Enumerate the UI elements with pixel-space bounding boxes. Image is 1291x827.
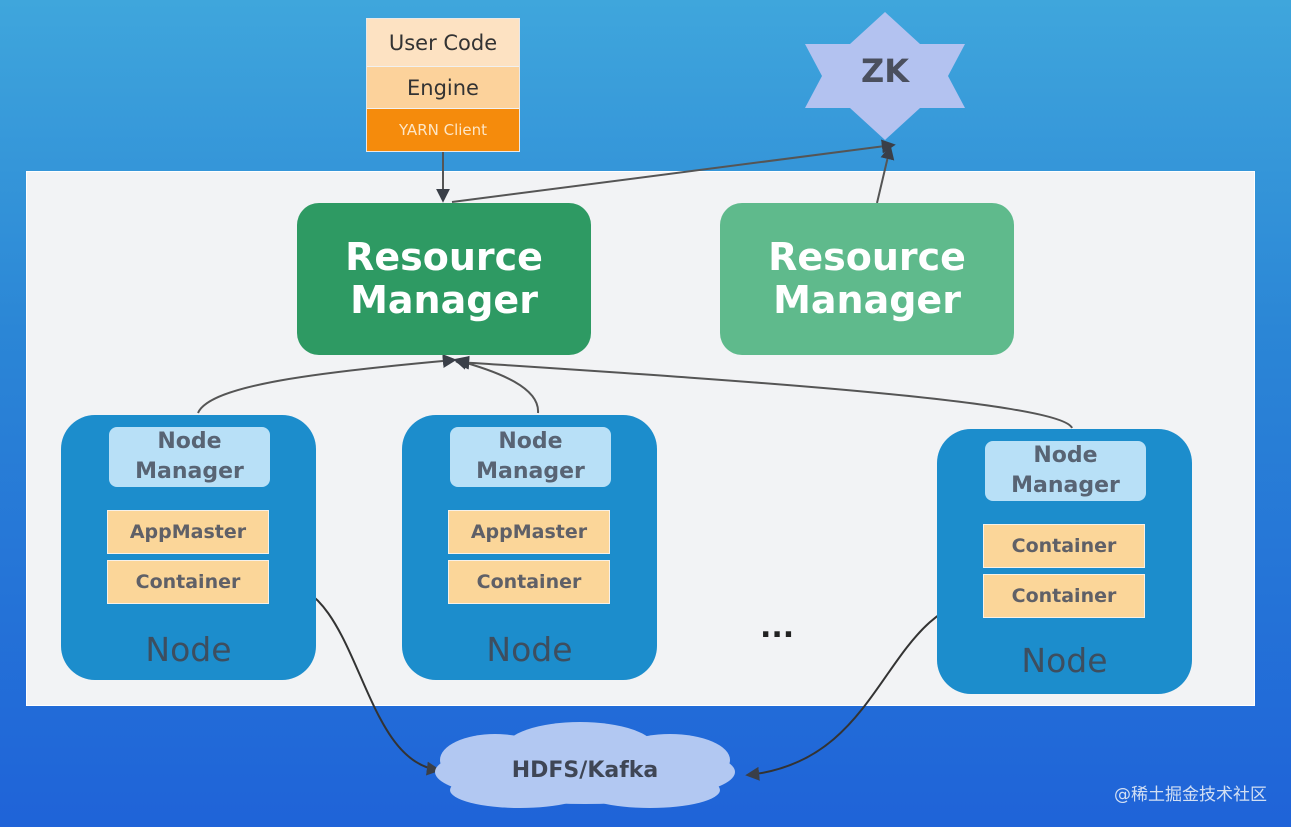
node-label: Node: [486, 630, 573, 669]
node-manager-line1: Node: [498, 429, 563, 454]
node1-to-rm-arrow: [197, 354, 457, 414]
resource-manager-active: Resource Manager: [297, 203, 591, 355]
container-box: Container: [107, 560, 269, 604]
node-manager: Node Manager: [109, 427, 270, 487]
storage-label: HDFS/Kafka: [511, 758, 659, 783]
engine-layer: Engine: [367, 67, 519, 109]
node3-to-rm-arrow: [455, 355, 1073, 429]
rm-standby-line1: Resource: [768, 235, 966, 279]
node-label: Node: [1021, 641, 1108, 680]
node-3: Node Manager Container Container Node: [937, 429, 1192, 694]
node-manager-line1: Node: [1033, 443, 1098, 468]
node-1: Node Manager AppMaster Container Node: [61, 415, 316, 680]
watermark: @稀土掘金技术社区: [1114, 785, 1267, 805]
node-manager: Node Manager: [450, 427, 611, 487]
zk-label: ZK: [861, 52, 909, 90]
node-label: Node: [145, 630, 232, 669]
node-manager: Node Manager: [985, 441, 1146, 501]
storage-cloud: [435, 722, 735, 808]
container-box: Container: [983, 574, 1145, 618]
container-box: Container: [448, 560, 610, 604]
node-manager-line1: Node: [157, 429, 222, 454]
appmaster-box: AppMaster: [448, 510, 610, 554]
zk-star: [805, 12, 965, 140]
rm-active-line2: Manager: [350, 278, 538, 322]
node-manager-line2: Manager: [135, 459, 244, 484]
rm-to-zk-arrow: [451, 139, 896, 203]
resource-manager-standby: Resource Manager: [720, 203, 1014, 355]
client-stack: User Code Engine YARN Client: [366, 18, 520, 152]
node-manager-line2: Manager: [476, 459, 585, 484]
rm-active-line1: Resource: [345, 235, 543, 279]
more-nodes-ellipsis: ...: [760, 610, 795, 645]
node2-to-rm-arrow: [453, 356, 540, 414]
yarn-client-layer: YARN Client: [367, 109, 519, 151]
rm-standby-line2: Manager: [773, 278, 961, 322]
node-manager-line2: Manager: [1011, 473, 1120, 498]
user-code-layer: User Code: [367, 19, 519, 67]
node-2: Node Manager AppMaster Container Node: [402, 415, 657, 680]
container-box: Container: [983, 524, 1145, 568]
standby-rm-to-zk-arrow: [876, 145, 895, 204]
appmaster-box: AppMaster: [107, 510, 269, 554]
